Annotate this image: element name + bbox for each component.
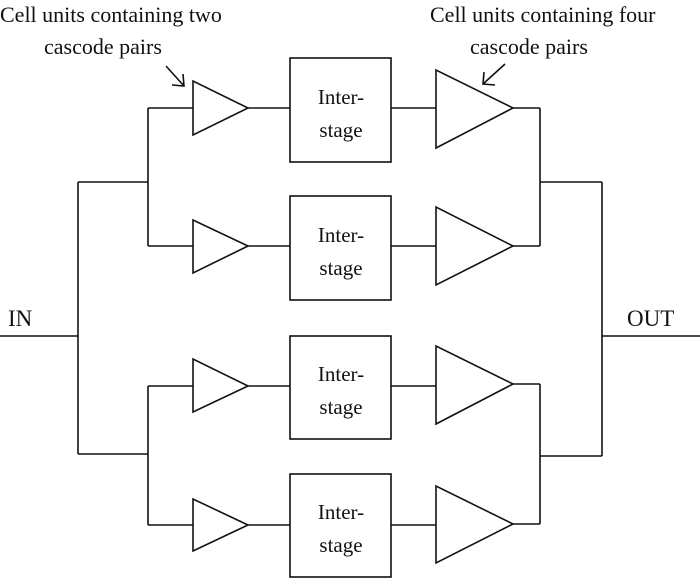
interstage-1-line2: stage (319, 118, 362, 142)
arrow-four-pairs (482, 63, 506, 86)
interstage-4-line1: Inter- (318, 500, 364, 524)
small-amplifier-3 (192, 357, 250, 414)
input-label: IN (8, 306, 33, 331)
branch-3: Inter- stage (192, 335, 515, 440)
interstage-3-line1: Inter- (318, 362, 364, 386)
branch-1: Inter- stage (192, 57, 515, 163)
small-amplifier-4 (192, 497, 250, 553)
input-wiring (0, 107, 193, 526)
interstage-1-line1: Inter- (318, 85, 364, 109)
large-amplifier-4 (435, 484, 515, 565)
interstage-4-line2: stage (319, 533, 362, 557)
large-amplifier-1 (435, 68, 515, 150)
output-label: OUT (627, 306, 674, 331)
branch-2: Inter- stage (192, 195, 515, 301)
output-wiring (513, 107, 700, 525)
interstage-box-3 (289, 335, 392, 440)
small-amplifier-2 (192, 218, 250, 275)
two-pairs-label-line1: Cell units containing two (0, 2, 222, 27)
interstage-box-1 (289, 57, 392, 163)
four-pairs-label-line1: Cell units containing four (430, 2, 656, 27)
two-pairs-label-line2: cascode pairs (44, 34, 162, 59)
interstage-box-2 (289, 195, 392, 301)
large-amplifier-3 (435, 344, 515, 426)
branch-4: Inter- stage (192, 473, 515, 578)
four-pairs-label-line2: cascode pairs (470, 34, 588, 59)
interstage-box-4 (289, 473, 392, 578)
arrow-two-pairs (165, 65, 185, 87)
interstage-2-line1: Inter- (318, 223, 364, 247)
large-amplifier-2 (435, 205, 515, 287)
small-amplifier-1 (192, 79, 250, 137)
interstage-3-line2: stage (319, 395, 362, 419)
interstage-2-line2: stage (319, 256, 362, 280)
